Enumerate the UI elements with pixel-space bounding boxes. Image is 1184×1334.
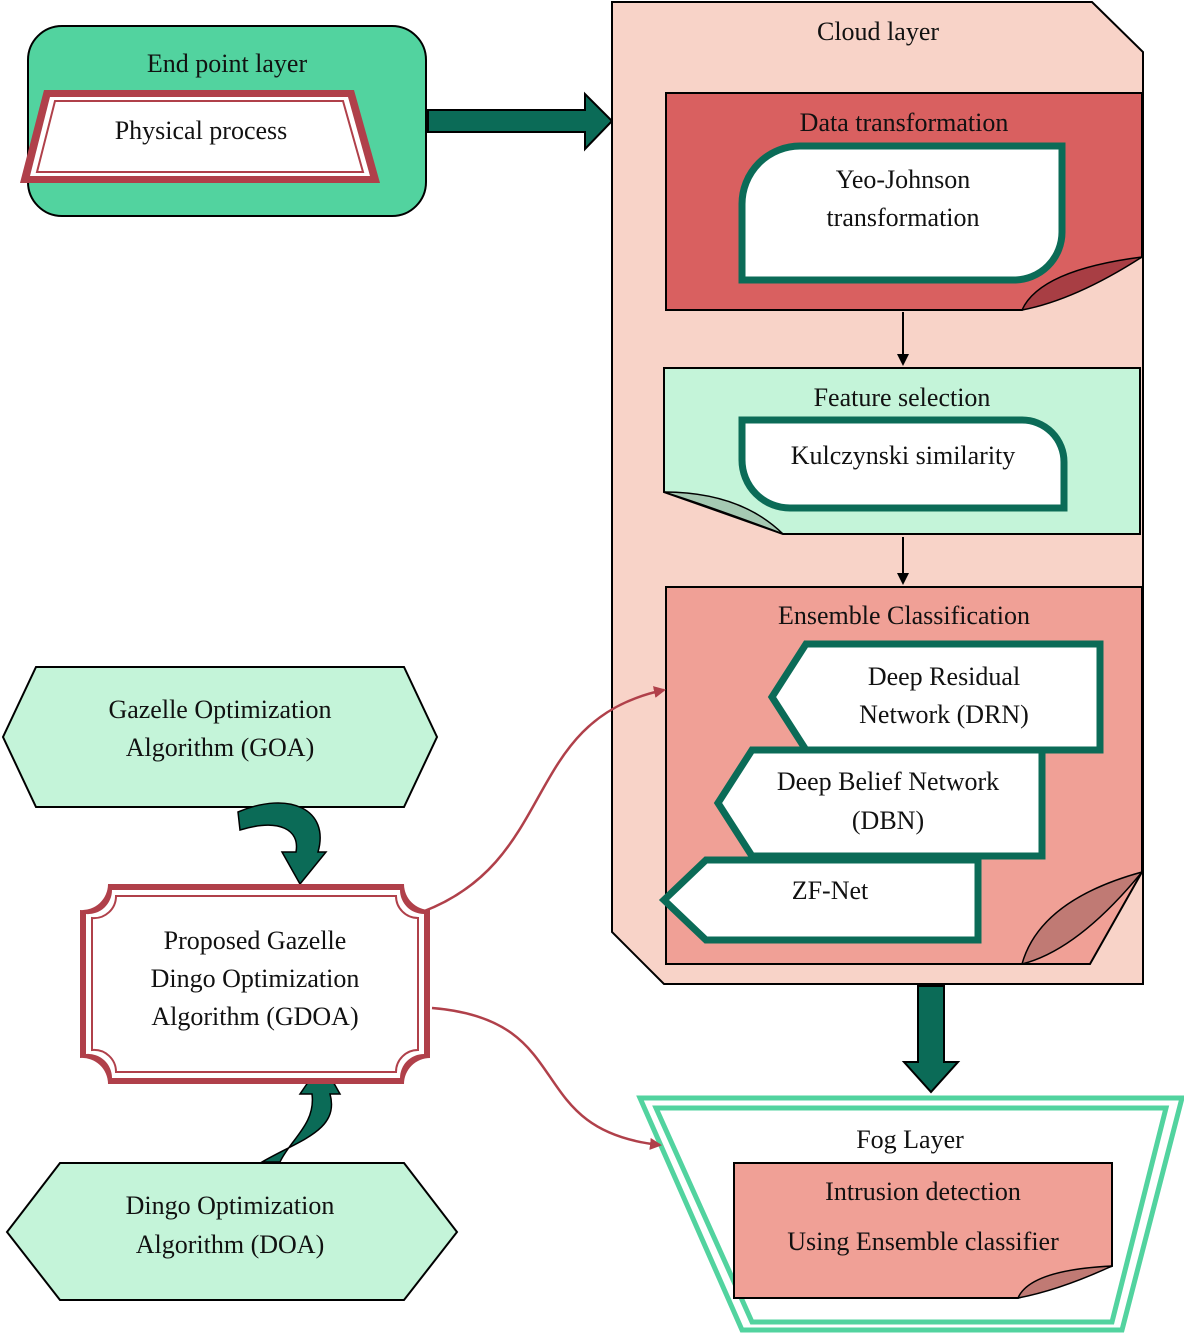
gdoa-box: Proposed Gazelle Dingo Optimization Algo…: [80, 884, 430, 1084]
goa-hexagon: Gazelle Optimization Algorithm (GOA): [1, 666, 439, 808]
ensemble-classification-title: Ensemble Classification: [778, 601, 1030, 630]
intrusion-detection-line1: Intrusion detection: [825, 1177, 1021, 1206]
doa-label-line1: Dingo Optimization: [126, 1191, 335, 1220]
yeo-johnson-label-line2: transformation: [826, 203, 979, 232]
dbn-label-line2: (DBN): [852, 806, 924, 835]
ensemble-classification-box: Ensemble Classification Deep Residual Ne…: [658, 586, 1145, 966]
dbn-label-line1: Deep Belief Network: [777, 767, 999, 796]
intrusion-detection-line2: Using Ensemble classifier: [787, 1227, 1059, 1256]
yeo-johnson-label-line1: Yeo-Johnson: [836, 165, 971, 194]
goa-label-line2: Algorithm (GOA): [126, 733, 314, 762]
zfnet-box: ZF-Net: [658, 856, 982, 944]
drn-label-line1: Deep Residual: [868, 662, 1020, 691]
connector-gdoa-to-fog-icon: [431, 1006, 662, 1150]
end-point-layer: End point layer Physical process: [20, 25, 427, 217]
feature-selection-title: Feature selection: [814, 383, 991, 412]
cloud-layer-title: Cloud layer: [817, 17, 939, 46]
physical-process-box: Physical process: [20, 90, 380, 183]
fog-layer: Fog Layer Intrusion detection Using Ense…: [636, 1095, 1184, 1333]
arrow-endpoint-to-cloud-icon: [427, 91, 614, 152]
cloud-layer: Cloud layer Data transformation Yeo-John…: [611, 1, 1145, 985]
fog-layer-title: Fog Layer: [856, 1125, 964, 1154]
data-transformation-box: Data transformation Yeo-Johnson transfor…: [665, 92, 1143, 312]
arrow-cloud-to-fog-icon: [901, 985, 961, 1094]
intrusion-detection-box: Intrusion detection Using Ensemble class…: [733, 1162, 1113, 1300]
dbn-box: Deep Belief Network (DBN): [713, 746, 1046, 860]
connector-gdoa-to-ensemble-icon: [421, 686, 666, 914]
gdoa-label-line3: Algorithm (GDOA): [151, 1002, 358, 1031]
gdoa-label-line2: Dingo Optimization: [151, 964, 360, 993]
zfnet-label: ZF-Net: [792, 876, 869, 905]
drn-box: Deep Residual Network (DRN): [767, 640, 1104, 754]
kulczynski-label: Kulczynski similarity: [791, 441, 1016, 470]
gdoa-label-line1: Proposed Gazelle: [164, 926, 347, 955]
goa-label-line1: Gazelle Optimization: [108, 695, 331, 724]
data-transformation-title: Data transformation: [800, 108, 1009, 137]
drn-label-line2: Network (DRN): [859, 700, 1029, 729]
end-point-layer-title: End point layer: [147, 49, 308, 78]
curved-arrow-goa-to-gdoa-icon: [237, 802, 328, 886]
feature-selection-box: Feature selection Kulczynski similarity: [663, 367, 1141, 535]
doa-label-line2: Algorithm (DOA): [136, 1230, 324, 1259]
physical-process-label: Physical process: [115, 116, 288, 145]
doa-hexagon: Dingo Optimization Algorithm (DOA): [5, 1162, 459, 1301]
